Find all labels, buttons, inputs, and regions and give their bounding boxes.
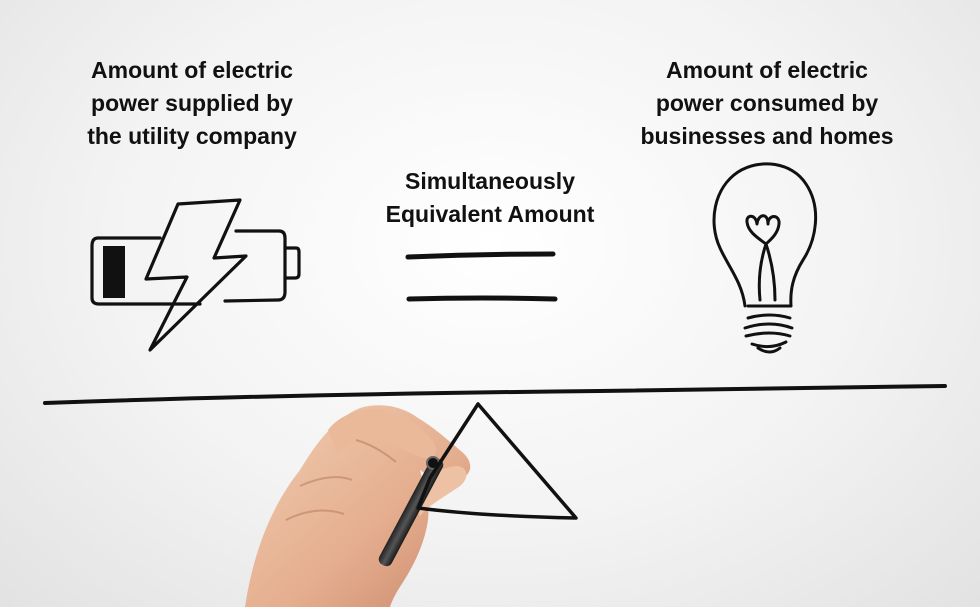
equals-icon (405, 251, 558, 302)
bulb-glass-icon (712, 162, 818, 308)
supply-caption-line-2: power supplied by (91, 90, 293, 116)
equivalence-caption: Simultaneously Equivalent Amount (360, 165, 620, 231)
bulb-base-icon (743, 304, 794, 354)
lightning-bolt-icon (144, 198, 248, 352)
battery-terminal-icon (283, 246, 301, 280)
balance-beam (43, 384, 947, 405)
fulcrum-triangle (416, 402, 578, 520)
hand-finger-index (328, 408, 437, 459)
hand-thumb (410, 466, 467, 516)
hand-holding-pen (245, 405, 471, 607)
supply-caption: Amount of electric power supplied by the… (60, 54, 324, 153)
demand-caption-line-3: businesses and homes (640, 123, 894, 149)
battery-body-right-icon (223, 229, 287, 303)
demand-caption-line-2: power consumed by (655, 90, 879, 116)
equivalence-caption-line-2: Equivalent Amount (385, 201, 595, 227)
light-bulb-icon (712, 162, 818, 354)
battery-charge-level-icon (103, 246, 125, 298)
equivalence-caption-line-1: Simultaneously (405, 168, 575, 194)
battery-body-icon (90, 236, 202, 306)
supply-caption-line-3: the utility company (87, 123, 297, 149)
demand-caption: Amount of electric power consumed by bus… (612, 54, 922, 153)
hand-palm (245, 405, 471, 607)
equals-upper-bar (405, 251, 556, 260)
battery-lightning-icon (90, 198, 301, 352)
bulb-filament-icon (745, 214, 781, 302)
demand-caption-line-1: Amount of electric (666, 57, 868, 83)
supply-caption-line-1: Amount of electric (91, 57, 293, 83)
equals-lower-bar (406, 295, 558, 302)
hand-knuckle-shadow (285, 439, 397, 521)
